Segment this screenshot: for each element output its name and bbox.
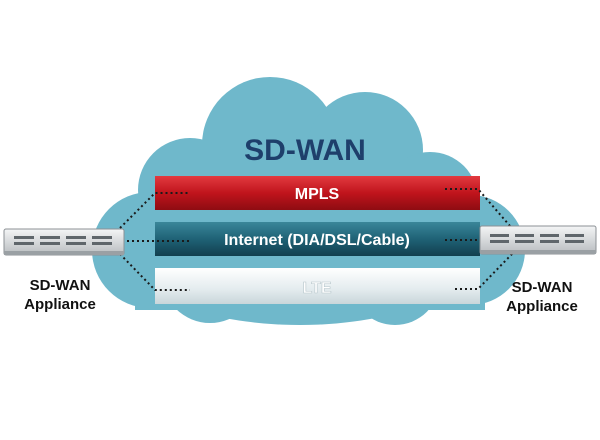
lte-bar [155, 268, 480, 304]
mpls-bar [155, 176, 480, 210]
internet-bar [155, 222, 480, 256]
left-appliance: SD-WAN Appliance [3, 228, 125, 313]
right-connector-lte [455, 253, 513, 290]
right-appliance: SD-WAN Appliance [479, 225, 597, 315]
left-connector-lte [119, 253, 190, 291]
link-mpls: MPLS [155, 176, 480, 210]
left-connector-mpls [119, 192, 190, 229]
lte-label: LTE [302, 280, 331, 297]
network-appliance-icon [3, 228, 125, 256]
left-appliance-label-line2: Appliance [24, 296, 96, 313]
link-lte: LTE [155, 268, 480, 304]
internet-label: Internet (DIA/DSL/Cable) [224, 232, 410, 249]
diagram-title: SD-WAN [244, 134, 366, 167]
link-internet: Internet (DIA/DSL/Cable) [155, 222, 480, 256]
mpls-label: MPLS [295, 186, 340, 203]
network-appliance-icon [479, 225, 597, 255]
right-connector-mpls [445, 188, 511, 227]
left-appliance-label-line1: SD-WAN [30, 277, 91, 294]
right-appliance-label-line1: SD-WAN [512, 279, 573, 296]
connector-lines [119, 188, 513, 291]
right-appliance-label-line2: Appliance [506, 298, 578, 315]
